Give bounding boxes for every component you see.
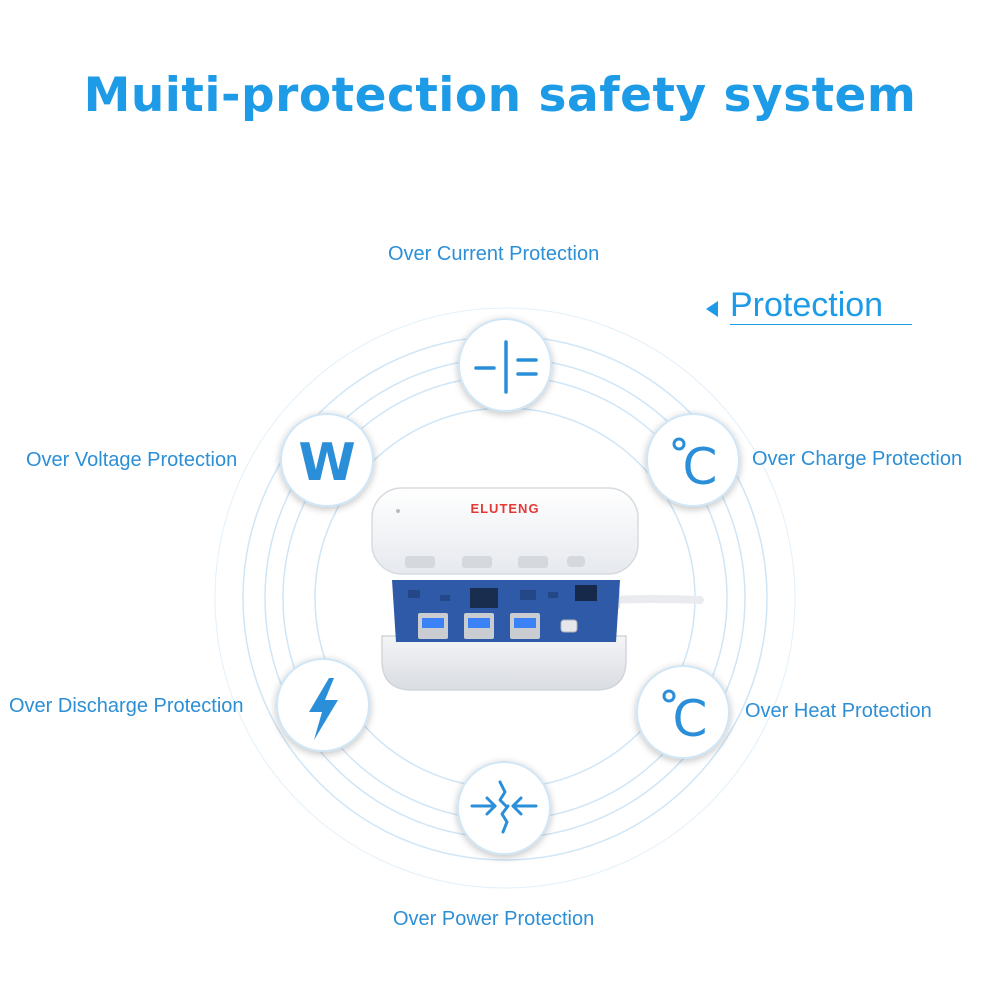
arrows-converge-icon xyxy=(470,780,538,834)
hub-top-shell xyxy=(371,487,639,575)
svg-text:C: C xyxy=(683,438,718,496)
lightning-bolt-icon xyxy=(309,678,338,740)
over-discharge-label: Over Discharge Protection xyxy=(9,695,244,717)
ring-faint xyxy=(214,307,796,889)
over-heat-label: Over Heat Protection xyxy=(745,700,932,722)
over-current-label: Over Current Protection xyxy=(388,243,600,265)
page-title: Muiti-protection safety system xyxy=(83,68,917,123)
over-power-circle xyxy=(457,761,551,855)
watt-w-icon: W xyxy=(298,433,355,493)
svg-text:C: C xyxy=(673,690,708,748)
usb-ports xyxy=(418,613,578,639)
usb-hub-product: ELUTENG xyxy=(371,487,704,691)
over-power-label: Over Power Protection xyxy=(393,908,595,930)
brand-logo: ELUTENG xyxy=(470,501,539,516)
caret-left-icon xyxy=(706,301,718,317)
over-charge-label: Over Charge Protection xyxy=(752,448,963,470)
over-voltage-label: Over Voltage Protection xyxy=(26,449,238,471)
over-heat-circle xyxy=(636,665,730,759)
dc-symbol-icon xyxy=(474,340,538,394)
celsius-icon: C xyxy=(672,437,718,496)
tag-underline xyxy=(730,324,912,325)
over-charge-circle xyxy=(646,413,740,507)
protection-tag-text: Protection xyxy=(730,286,884,324)
celsius-icon: C xyxy=(662,689,708,748)
over-voltage-circle xyxy=(280,413,374,507)
